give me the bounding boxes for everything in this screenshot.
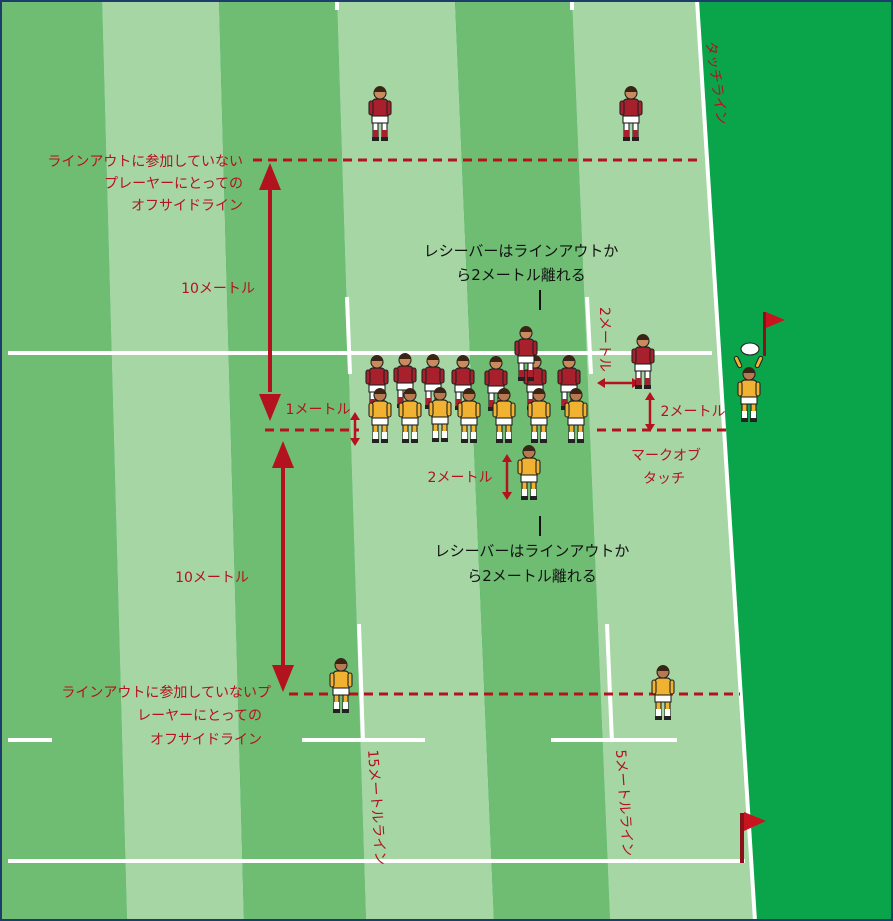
arrow-10m-top — [268, 186, 272, 392]
svg-text:ら2メートル離れる: ら2メートル離れる — [467, 567, 597, 585]
svg-text:タッチ: タッチ — [643, 471, 685, 487]
dash-15m-top — [345, 296, 352, 375]
thrower-two-metre-label: 2メートル — [596, 307, 612, 372]
svg-text:マークオブ: マークオブ — [631, 447, 701, 464]
svg-text:ラインアウトに参加していないプ: ラインアウトに参加していないプ — [61, 684, 271, 701]
svg-text:オフサイドライン: オフサイドライン — [150, 732, 262, 748]
svg-text:レシーバーはラインアウトか: レシーバーはラインアウトか — [435, 542, 630, 560]
svg-text:レーヤーにとっての: レーヤーにとっての — [137, 708, 262, 724]
flag-post-bottom — [740, 813, 744, 863]
touch-two-metre-label: 2メートル — [661, 404, 726, 420]
ten-metre-label-top: 10メートル — [181, 281, 255, 297]
receiver-note-bottom: レシーバーはラインアウトか ら2メートル離れる — [435, 542, 630, 585]
small-arrows — [353, 381, 652, 494]
svg-text:オフサイドライン: オフサイドライン — [131, 198, 243, 214]
flag-bottom — [744, 812, 766, 831]
touchline — [695, 0, 757, 921]
receiver-two-metre-label: 2メートル — [428, 470, 493, 486]
one-metre-label: 1メートル — [286, 402, 351, 418]
mark-of-touch-note: マークオブ タッチ — [631, 447, 701, 487]
svg-text:プレーヤーにとっての: プレーヤーにとっての — [104, 176, 243, 192]
arrow-10m-bottom — [281, 464, 285, 669]
line-5m — [605, 623, 614, 743]
offside-top-note: ラインアウトに参加していない プレーヤーにとっての オフサイドライン — [47, 153, 243, 214]
ten-metre-arrows — [259, 163, 294, 692]
flag-top — [766, 312, 785, 328]
svg-text:ラインアウトに参加していない: ラインアウトに参加していない — [47, 153, 243, 170]
offside-bottom-note: ラインアウトに参加していないプ レーヤーにとっての オフサイドライン — [61, 684, 271, 748]
flag-post-top — [763, 312, 766, 356]
player-yellow-thrower — [733, 342, 764, 423]
receiver-note-top: レシーバーはラインアウトか ら2メートル離れる — [424, 242, 619, 284]
line-5m-label: 5メートルライン — [612, 749, 635, 857]
dash-5m-top — [585, 296, 593, 375]
svg-text:ら2メートル離れる: ら2メートル離れる — [456, 266, 586, 284]
pitch-markings — [8, 0, 757, 921]
line-15m — [357, 623, 365, 743]
rugby-ball — [740, 342, 760, 356]
svg-text:レシーバーはラインアウトか: レシーバーはラインアウトか — [424, 242, 619, 260]
ten-metre-label-bottom: 10メートル — [175, 570, 249, 586]
corner-flags — [740, 312, 785, 863]
